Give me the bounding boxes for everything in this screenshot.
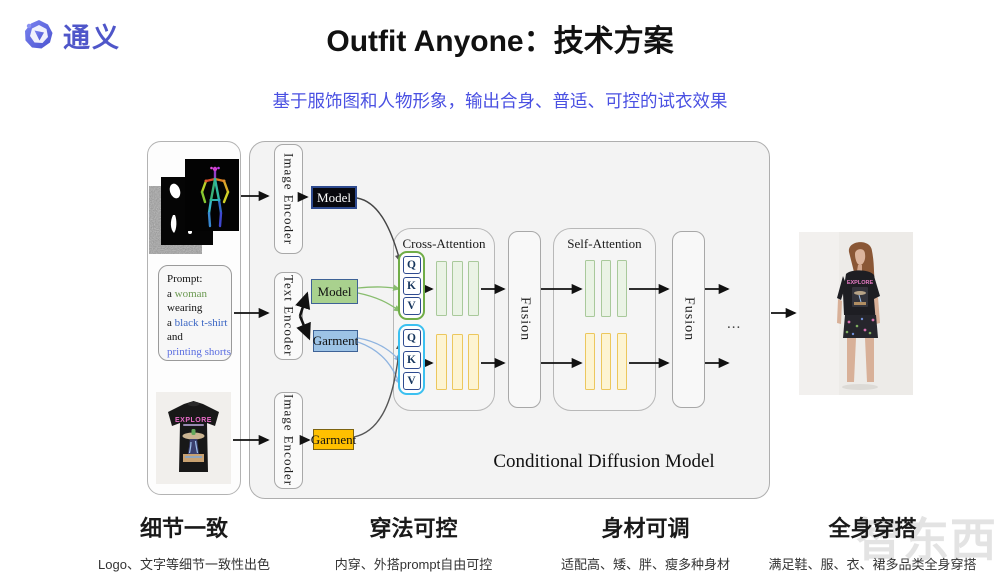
feature-column-detail: 细节一致 Logo、文字等细节一致性出色 bbox=[64, 511, 304, 573]
feature-bar bbox=[436, 261, 447, 316]
conditional-diffusion-model-label: Conditional Diffusion Model bbox=[493, 451, 715, 472]
feature-bar bbox=[452, 334, 463, 390]
page-subtitle: 基于服饰图和人物形象，输出合身、普适、可控的试衣效果 bbox=[272, 91, 728, 111]
model-feature-box-pose: Model bbox=[311, 186, 357, 209]
tryon-result-photo: EXPLORE bbox=[799, 232, 913, 395]
tongyi-logo: 通义 bbox=[22, 16, 121, 55]
prompt-line: a woman bbox=[167, 287, 208, 300]
ellipsis: ... bbox=[727, 316, 742, 332]
feature-bar bbox=[601, 260, 611, 317]
logo-text: 通义 bbox=[63, 23, 121, 53]
page-title: Outfit Anyone：技术方案 bbox=[326, 25, 674, 58]
fusion-block-2: Fusion bbox=[672, 231, 705, 408]
garment-feature-box-text: Garment bbox=[313, 330, 358, 352]
feature-desc: 满足鞋、服、衣、裙多品类全身穿搭 bbox=[768, 557, 977, 572]
feature-desc: 适配高、矮、胖、瘦多种身材 bbox=[560, 557, 730, 572]
feature-column-bodyshape: 身材可调 适配高、矮、胖、瘦多种身材 bbox=[528, 511, 763, 573]
prompt-line: wearing bbox=[167, 302, 203, 315]
pose-skeleton-image bbox=[185, 159, 239, 231]
svg-text:EXPLORE: EXPLORE bbox=[847, 280, 874, 286]
q-cell: Q bbox=[402, 255, 421, 274]
prompt-line: Prompt: bbox=[167, 273, 203, 285]
feature-bar bbox=[601, 333, 611, 390]
image-encoder-top: Image Encoder bbox=[274, 144, 303, 254]
feature-heading: 身材可调 bbox=[601, 516, 690, 541]
feature-desc: Logo、文字等细节一致性出色 bbox=[98, 557, 270, 572]
prompt-line: and bbox=[167, 331, 183, 344]
k-cell: K bbox=[402, 350, 421, 369]
qkv-group-model: Q K V bbox=[398, 251, 425, 320]
v-cell: V bbox=[402, 297, 421, 316]
garment-feature-box-image: Garment bbox=[311, 429, 356, 450]
cross-attention-label: Cross-Attention bbox=[402, 236, 486, 251]
tongyi-logo-icon bbox=[25, 19, 53, 48]
feature-bar bbox=[436, 334, 447, 390]
feature-bar bbox=[617, 333, 627, 390]
feature-bar bbox=[585, 260, 595, 317]
prompt-box: Prompt: a woman wearing a black t-shirt … bbox=[158, 265, 232, 361]
image-encoder-bottom: Image Encoder bbox=[274, 392, 303, 489]
prompt-line: printing shorts bbox=[167, 345, 231, 358]
feature-column-wearstyle: 穿法可控 内穿、外搭prompt自由可控 bbox=[296, 511, 531, 573]
feature-column-fullbody: 全身穿搭 满足鞋、服、衣、裙多品类全身穿搭 bbox=[755, 511, 990, 573]
feature-bar bbox=[468, 261, 479, 316]
qkv-group-garment: Q K V bbox=[398, 324, 425, 395]
prompt-line: a black t-shirt bbox=[167, 316, 228, 329]
svg-text:EXPLORE: EXPLORE bbox=[175, 417, 212, 424]
feature-heading: 细节一致 bbox=[139, 516, 228, 541]
feature-bar bbox=[585, 333, 595, 390]
feature-bar bbox=[468, 334, 479, 390]
q-cell: Q bbox=[402, 329, 421, 348]
feature-bar bbox=[617, 260, 627, 317]
feature-heading: 穿法可控 bbox=[369, 516, 458, 541]
model-feature-box-text: Model bbox=[311, 279, 358, 304]
watermark: 智东西 bbox=[856, 514, 997, 566]
self-attention-label: Self-Attention bbox=[567, 236, 642, 251]
tshirt-image: EXPLORE bbox=[156, 392, 231, 484]
v-cell: V bbox=[402, 371, 421, 390]
feature-bar bbox=[452, 261, 463, 316]
feature-desc: 内穿、外搭prompt自由可控 bbox=[334, 557, 493, 572]
fusion-block-1: Fusion bbox=[508, 231, 541, 408]
text-encoder: Text Encoder bbox=[274, 272, 303, 360]
feature-heading: 全身穿搭 bbox=[828, 516, 917, 541]
k-cell: K bbox=[402, 276, 421, 295]
